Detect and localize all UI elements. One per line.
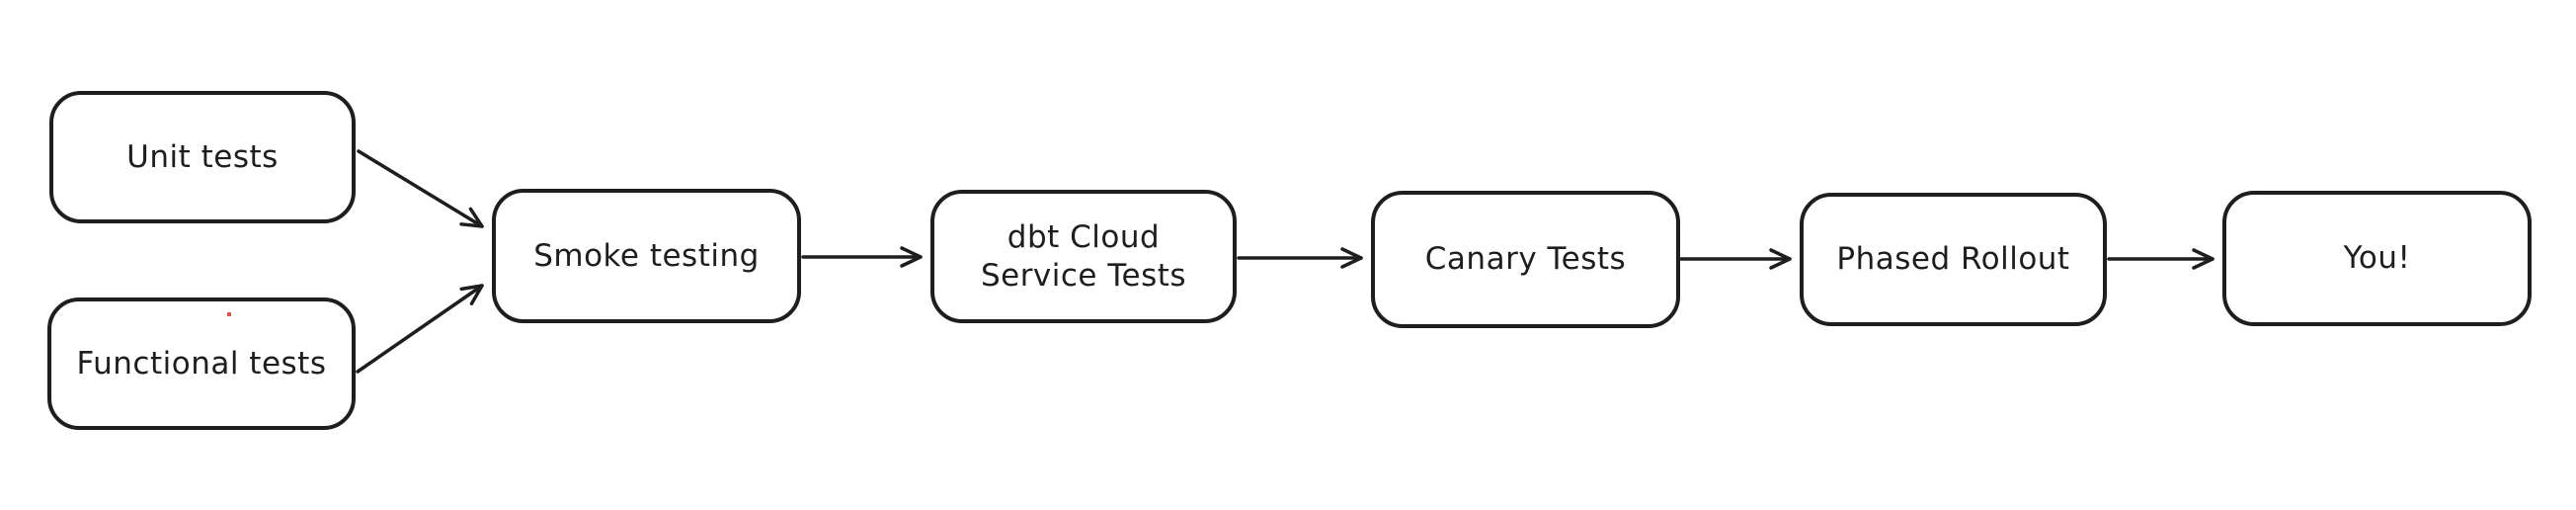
node-smoke-testing: Smoke testing	[492, 189, 801, 323]
red-dot-artifact	[227, 312, 231, 316]
edge-unit-tests-to-smoke-testing-arrow	[357, 149, 484, 228]
node-canary-tests-label: Canary Tests	[1424, 241, 1627, 278]
node-functional-tests: Functional tests	[47, 298, 356, 430]
node-canary-tests: Canary Tests	[1371, 191, 1680, 328]
node-you: You!	[2222, 191, 2532, 326]
node-phased-rollout: Phased Rollout	[1800, 193, 2107, 326]
node-phased-rollout-label: Phased Rollout	[1836, 241, 2070, 278]
node-you-label: You!	[2343, 240, 2411, 277]
edge-functional-tests-to-smoke-testing-arrow	[356, 284, 484, 374]
node-dbt-cloud-service-tests: dbt Cloud Service Tests	[930, 190, 1237, 323]
node-unit-tests: Unit tests	[49, 91, 356, 223]
node-functional-tests-label: Functional tests	[76, 345, 327, 382]
node-dbt-cloud-service-tests-label: dbt Cloud Service Tests	[980, 218, 1187, 294]
node-smoke-testing-label: Smoke testing	[533, 237, 760, 274]
node-unit-tests-label: Unit tests	[126, 138, 279, 175]
